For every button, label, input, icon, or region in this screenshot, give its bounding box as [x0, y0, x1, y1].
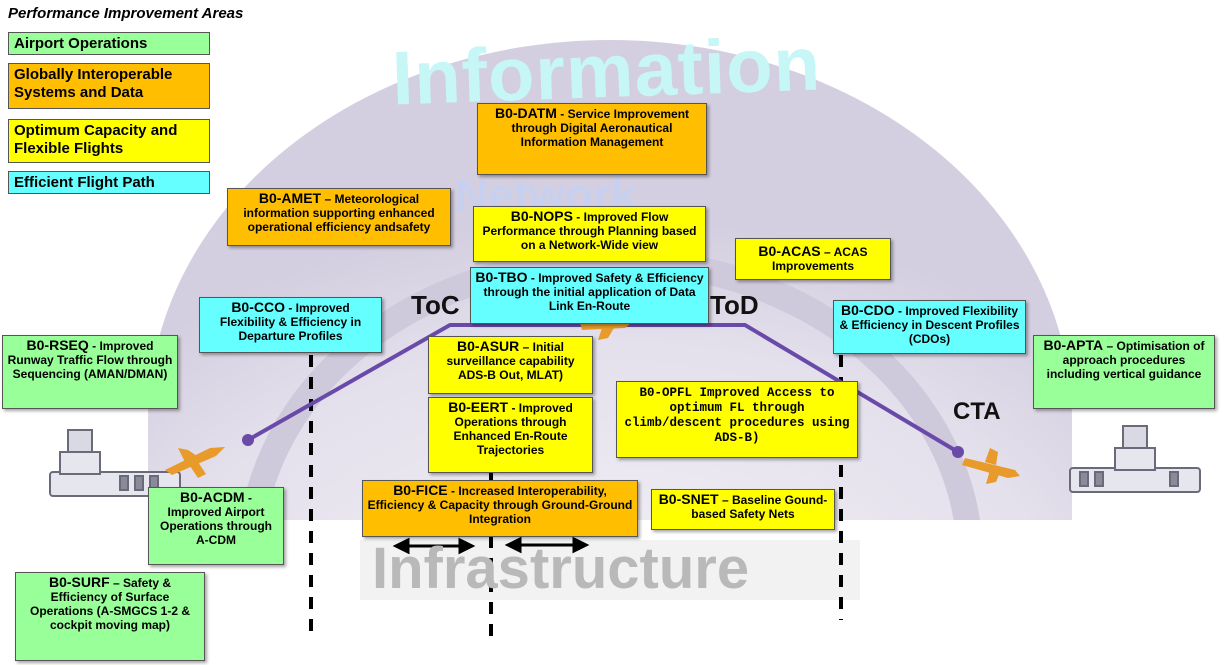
legend-item-efficient-flight-path: Efficient Flight Path	[8, 171, 210, 194]
module-description: - Improved Flexibility & Efficiency in D…	[839, 304, 1020, 346]
legend-item-global-interoperable: Globally Interoperable Systems and Data	[8, 63, 210, 109]
module-code: B0-TBO	[475, 269, 528, 285]
module-code: B0-SNET	[658, 491, 719, 507]
module-b0-tbo: B0-TBO - Improved Safety & Efficiency th…	[470, 267, 709, 324]
module-b0-eert: B0-EERT - Improved Operations through En…	[428, 397, 593, 473]
module-code: B0-APTA	[1043, 337, 1104, 353]
module-code: B0-ACAS	[758, 243, 821, 259]
module-b0-surf: B0-SURF – Safety & Efficiency of Surface…	[15, 572, 205, 661]
module-code: B0-AMET	[258, 190, 322, 206]
module-description: - Increased Interoperability, Efficiency…	[367, 484, 633, 526]
legend-item-optimum-capacity: Optimum Capacity and Flexible Flights	[8, 119, 210, 163]
module-description: – Initial surveillance capability ADS-B …	[446, 340, 575, 382]
module-b0-amet: B0-AMET – Meteorological information sup…	[227, 188, 451, 246]
module-b0-opfl: B0-OPFL Improved Access to optimum FL th…	[616, 381, 858, 458]
module-description: – Optimisation of approach procedures in…	[1046, 339, 1205, 381]
module-code: B0-FICE	[393, 482, 448, 498]
module-description: – ACAS Improvements	[771, 245, 868, 273]
tod-label: ToD	[710, 290, 759, 320]
legend-title: Performance Improvement Areas	[8, 5, 244, 22]
infrastructure-watermark: Infrastructure	[372, 536, 750, 601]
module-description: – Safety & Efficiency of Surface Operati…	[29, 576, 191, 632]
module-description: - Improved Flexibility & Efficiency in D…	[219, 301, 362, 343]
profile-point-left	[242, 434, 254, 446]
right-airport-icon	[1069, 425, 1201, 493]
module-b0-asur: B0-ASUR – Initial surveillance capabilit…	[428, 336, 593, 394]
module-b0-fice: B0-FICE - Increased Interoperability, Ef…	[362, 480, 638, 537]
plane-icon-arrival	[962, 448, 1020, 484]
module-code: B0-ACDM	[180, 489, 245, 505]
module-b0-snet: B0-SNET – Baseline Gound-based Safety Ne…	[651, 489, 835, 530]
module-code: B0-RSEQ	[26, 337, 89, 353]
module-b0-apta: B0-APTA – Optimisation of approach proce…	[1033, 335, 1215, 409]
module-description: - Improved Airport Operations through A-…	[160, 491, 272, 547]
module-code: B0-EERT	[448, 399, 509, 415]
module-code: B0-CCO	[231, 299, 285, 315]
module-code: B0-SURF	[48, 574, 110, 590]
module-description: - Service Improvement through Digital Ae…	[511, 107, 690, 149]
module-code: B0-NOPS	[510, 208, 573, 224]
module-b0-datm: B0-DATM - Service Improvement through Di…	[477, 103, 707, 175]
module-b0-acas: B0-ACAS – ACAS Improvements	[735, 238, 891, 280]
module-description: – Meteorological information supporting …	[243, 192, 435, 234]
legend-item-airport-operations: Airport Operations	[8, 32, 210, 55]
profile-point-right	[952, 446, 964, 458]
module-description: - Improved Operations through Enhanced E…	[453, 401, 573, 457]
plane-icon-departure	[165, 447, 225, 478]
cta-label: CTA	[953, 398, 1001, 425]
module-code: B0-DATM	[494, 105, 557, 121]
module-b0-cco: B0-CCO - Improved Flexibility & Efficien…	[199, 297, 382, 353]
module-code: B0-CDO	[840, 302, 895, 318]
module-code: B0-ASUR	[457, 338, 520, 354]
module-description: - Improved Flow Performance through Plan…	[482, 210, 697, 252]
module-description: – Baseline Gound-based Safety Nets	[691, 493, 828, 521]
toc-label: ToC	[411, 290, 460, 320]
module-b0-nops: B0-NOPS - Improved Flow Performance thro…	[473, 206, 706, 262]
module-description: B0-OPFL Improved Access to optimum FL th…	[624, 386, 850, 445]
module-description: - Improved Safety & Efficiency through t…	[483, 271, 704, 313]
module-description: - Improved Runway Traffic Flow through S…	[7, 339, 173, 381]
module-b0-acdm: B0-ACDM - Improved Airport Operations th…	[148, 487, 284, 565]
module-b0-rseq: B0-RSEQ - Improved Runway Traffic Flow t…	[2, 335, 178, 409]
module-b0-cdo: B0-CDO - Improved Flexibility & Efficien…	[833, 300, 1026, 354]
